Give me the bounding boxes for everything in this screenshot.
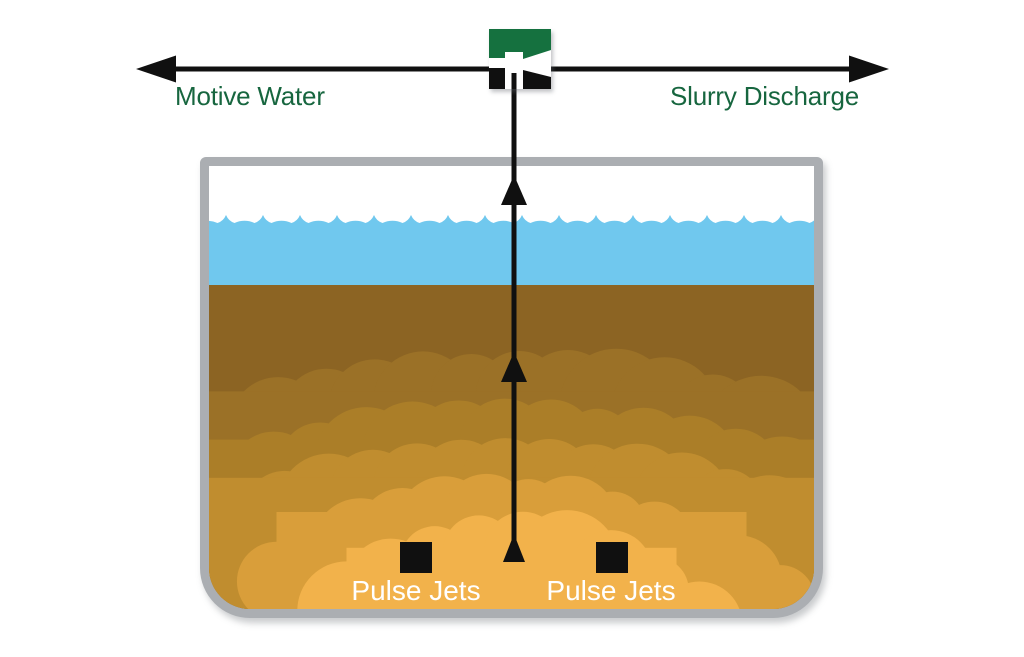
slurry-discharge-label: Slurry Discharge	[670, 81, 859, 111]
pulse-jets-right-label: Pulse Jets	[546, 575, 676, 606]
riser-line	[501, 89, 527, 562]
pulse-jet-right	[596, 542, 628, 573]
riser-pipe	[511, 89, 517, 544]
motive-water-label: Motive Water	[175, 81, 325, 111]
eductor-nozzle	[505, 52, 523, 89]
motive-water-arrow-icon	[136, 55, 176, 83]
eductor-diffuser-cone-icon	[523, 50, 551, 77]
riser-suction-flare-icon	[503, 534, 525, 562]
riser-up-arrow-icon-middle	[501, 352, 527, 382]
pulse-jet-left	[400, 542, 432, 573]
eductor-inlet-band	[489, 58, 509, 68]
eductor-symbol	[489, 29, 551, 89]
riser-up-arrow-icon-top	[501, 175, 527, 205]
slurry-discharge-arrow-icon	[849, 55, 889, 83]
flow-line-right-segment	[551, 66, 853, 72]
flow-line	[136, 55, 889, 83]
flow-line-left-segment	[170, 66, 491, 72]
eductor-suction-pipe	[511, 73, 517, 89]
pulse-jets-left-label: Pulse Jets	[351, 575, 481, 606]
